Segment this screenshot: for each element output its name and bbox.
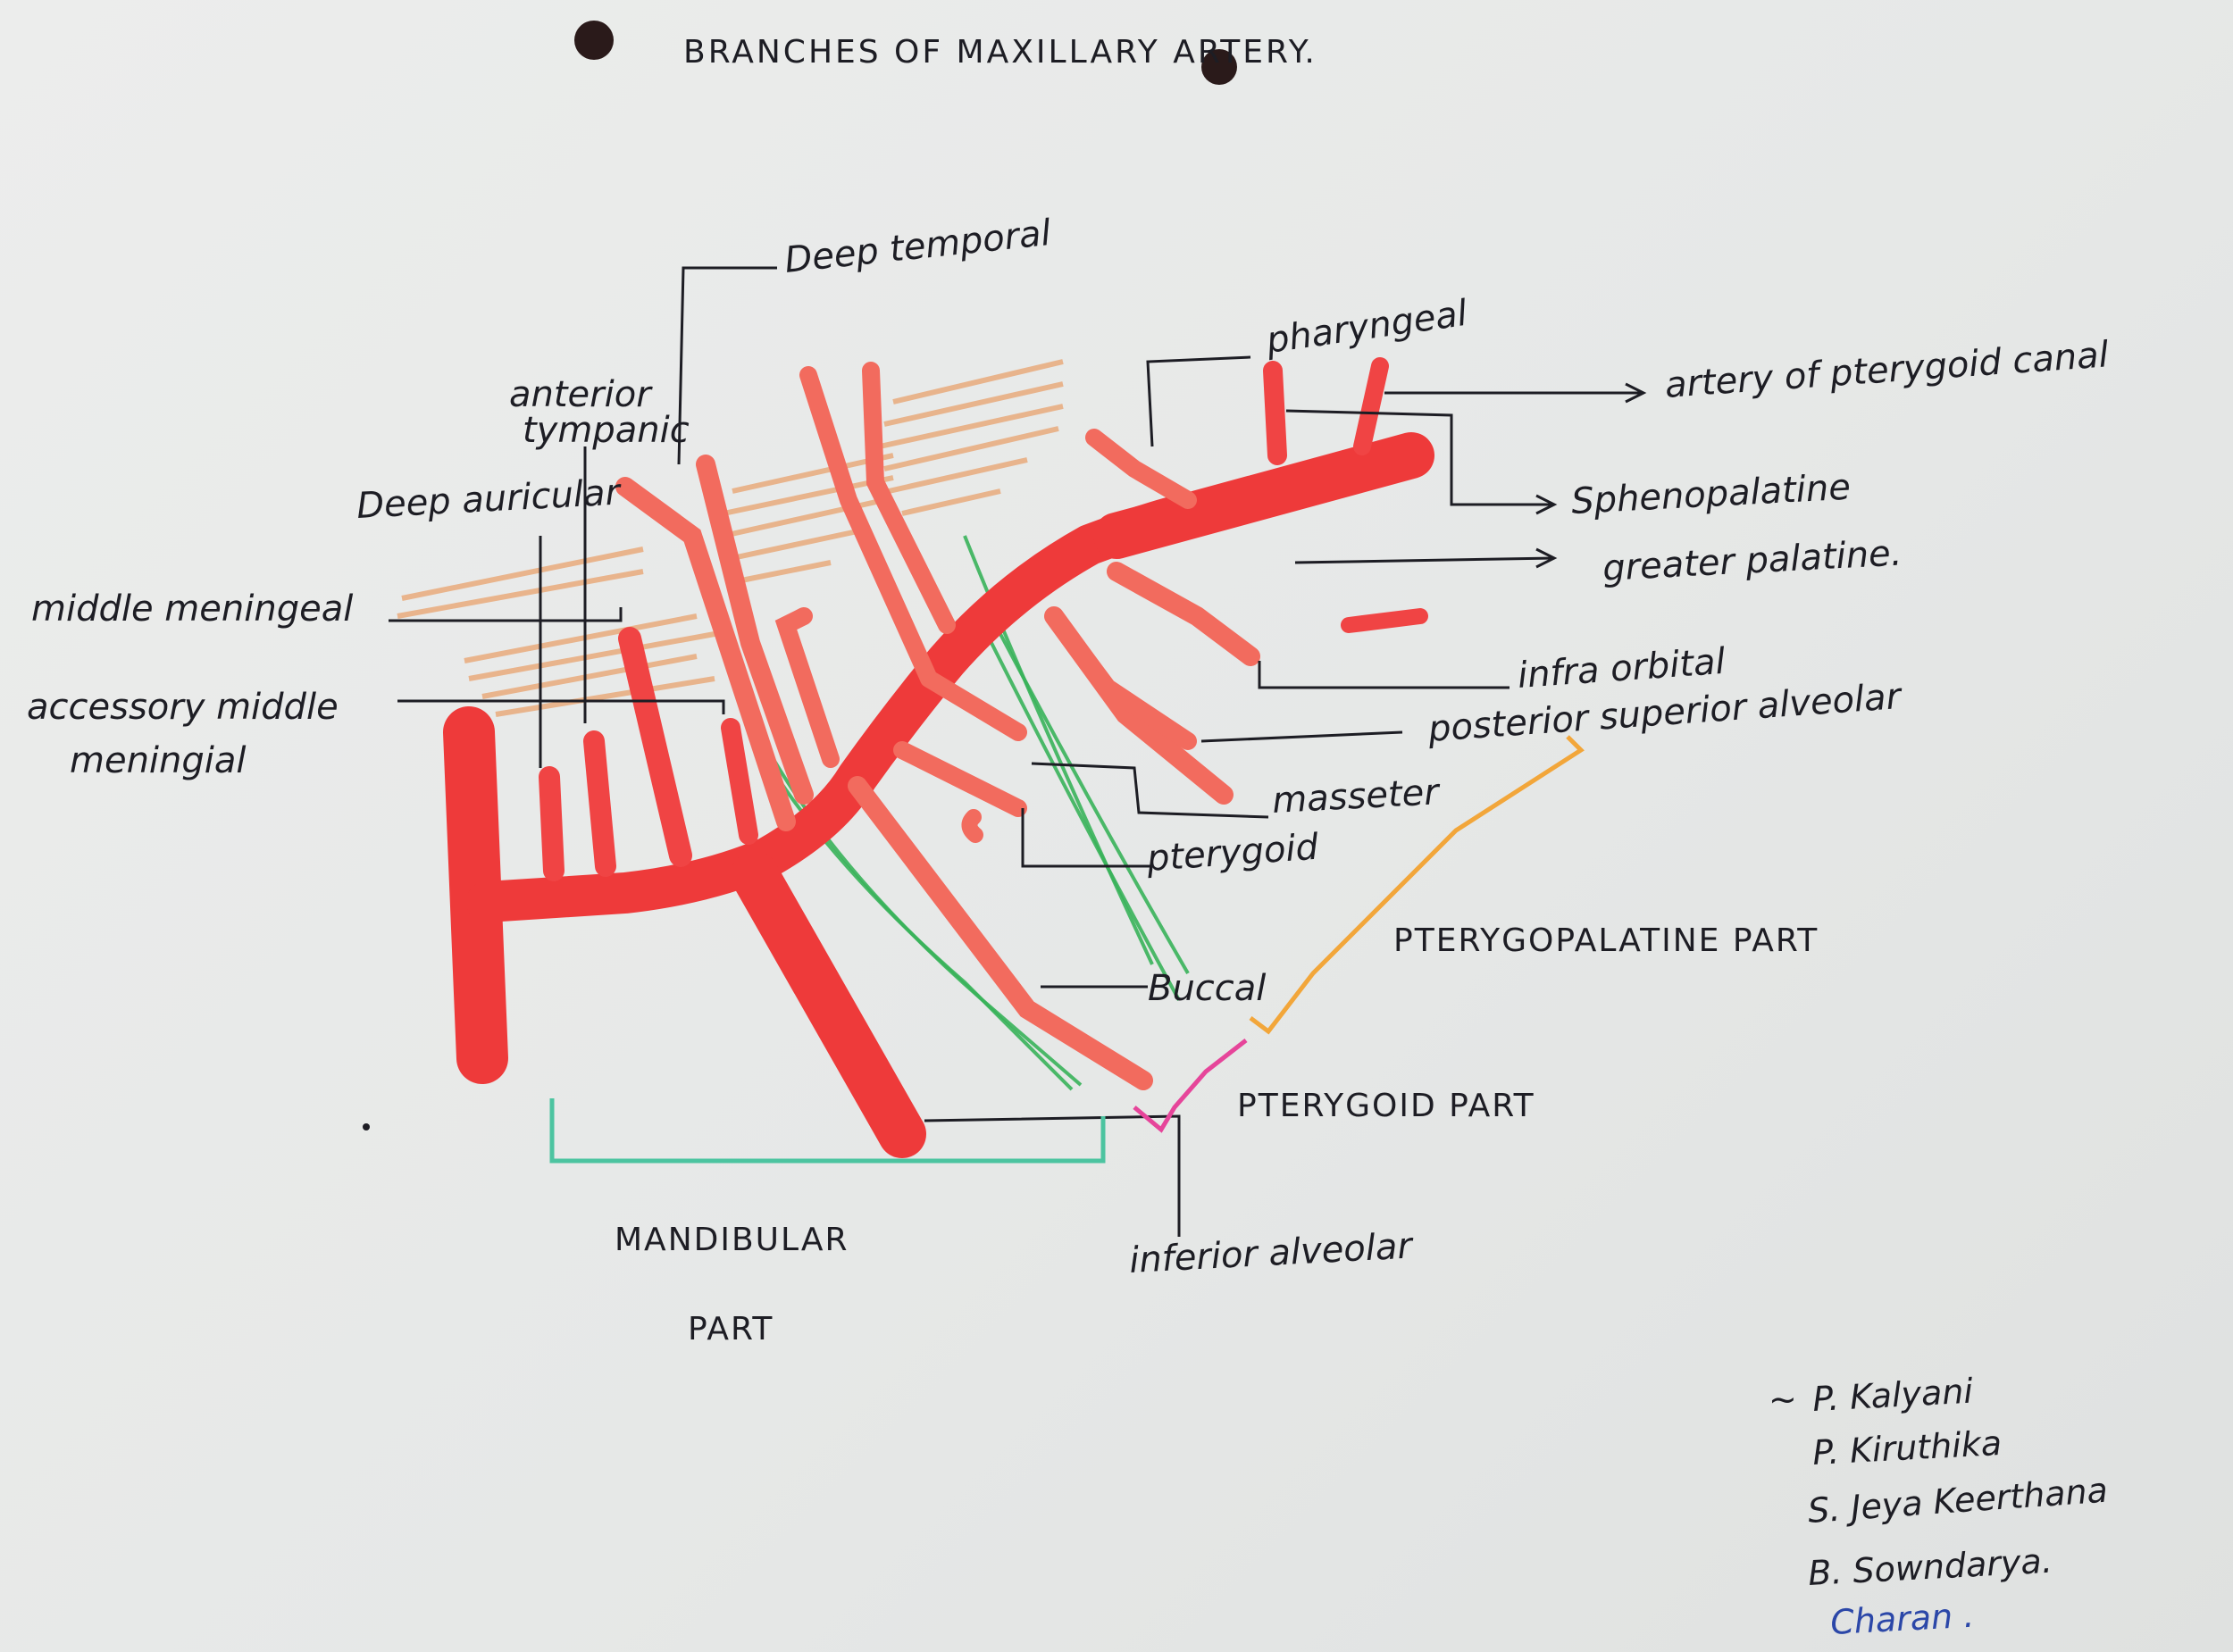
branch-buccal <box>848 776 1153 1090</box>
muscle-hatching <box>397 359 1064 717</box>
label-sphenopalatine: Sphenopalatine <box>1570 467 1852 522</box>
branch-deep-temporal-4 <box>799 366 938 688</box>
ink-dot <box>363 1123 370 1131</box>
maxillary-artery-main <box>466 493 1208 922</box>
branch-infraorbital <box>1107 562 1260 666</box>
label-pharyngeal: pharyngeal <box>1263 293 1470 362</box>
artery-tree <box>443 357 1434 1158</box>
label-accessory-middle-meningeal-line2: meningial <box>70 740 247 781</box>
pterygoid-part-bracket <box>1133 1039 1248 1133</box>
label-accessory-middle-meningeal-line1: accessory middle <box>27 687 339 728</box>
punch-hole-right <box>1201 49 1237 85</box>
label-infraorbital: infra orbital <box>1516 641 1727 697</box>
page-title: BRANCHES OF MAXILLARY ARTERY. <box>683 34 1317 71</box>
branch-deep-temporal-1 <box>615 477 796 831</box>
maxillary-artery-terminal <box>1093 432 1434 559</box>
label-inferior-alveolar: inferior alveolar <box>1128 1225 1415 1281</box>
branch-middle-meningeal <box>618 627 692 867</box>
signature-dash: ~ <box>1769 1380 1797 1419</box>
branch-deep-auricular <box>539 766 565 881</box>
mandibular-part-bracket <box>549 1098 1106 1164</box>
label-mandibular-part-line1: MANDIBULAR <box>615 1222 849 1258</box>
branch-masseter <box>920 670 1027 741</box>
signature-name-2: P. Kiruthika <box>1811 1423 2003 1473</box>
branch-pharyngeal <box>1085 429 1197 509</box>
signature-name-3: S. Jeya Keerthana <box>1807 1471 2110 1531</box>
signature-name-5: Charan . <box>1829 1596 1975 1642</box>
label-pterygopalatine-part: PTERYGOPALATINE PART <box>1393 922 1819 959</box>
signature-name-1: P. Kalyani <box>1811 1372 1974 1419</box>
branch-sphenopalatine <box>1353 357 1389 455</box>
branch-deep-temporal-3 <box>774 607 840 768</box>
leader-lines <box>389 266 1647 1237</box>
label-masseter: masseter <box>1271 772 1442 822</box>
label-artery-of-pterygoid-canal: artery of pterygoid canal <box>1663 334 2110 406</box>
label-deep-temporal: Deep temporal <box>782 213 1052 281</box>
label-buccal: Buccal <box>1148 968 1266 1009</box>
branch-deep-temporal-2 <box>696 455 814 805</box>
label-deep-auricular: Deep auricular <box>355 471 623 527</box>
branch-masseter-2 <box>1045 607 1197 750</box>
branch-pterygoid <box>893 741 1027 817</box>
label-middle-meningeal: middle meningeal <box>31 588 353 630</box>
branch-pterygoid-canal <box>1263 361 1287 465</box>
label-anterior-tympanic-line1: anterior <box>509 374 653 415</box>
branch-inferior-alveolar <box>731 851 926 1158</box>
label-pterygoid: pterygoid <box>1144 827 1320 880</box>
branch-accessory-middle-meningeal <box>721 718 758 845</box>
label-pterygoid-part: PTERYGOID PART <box>1237 1088 1535 1124</box>
branch-pterygoid-hook <box>961 809 983 843</box>
signature-name-4: B. Sowndarya. <box>1807 1541 2053 1593</box>
branch-deep-temporal-5 <box>862 362 956 634</box>
branch-anterior-tympanic <box>583 730 616 877</box>
pterygopalatine-part-bracket <box>1249 735 1585 1035</box>
branch-greater-palatine <box>1341 608 1428 633</box>
label-mandibular-part-line2: PART <box>688 1311 774 1347</box>
label-anterior-tympanic-line2: tympanic <box>523 410 690 451</box>
label-greater-palatine: greater palatine. <box>1602 532 1903 588</box>
punch-hole-left <box>574 21 614 60</box>
